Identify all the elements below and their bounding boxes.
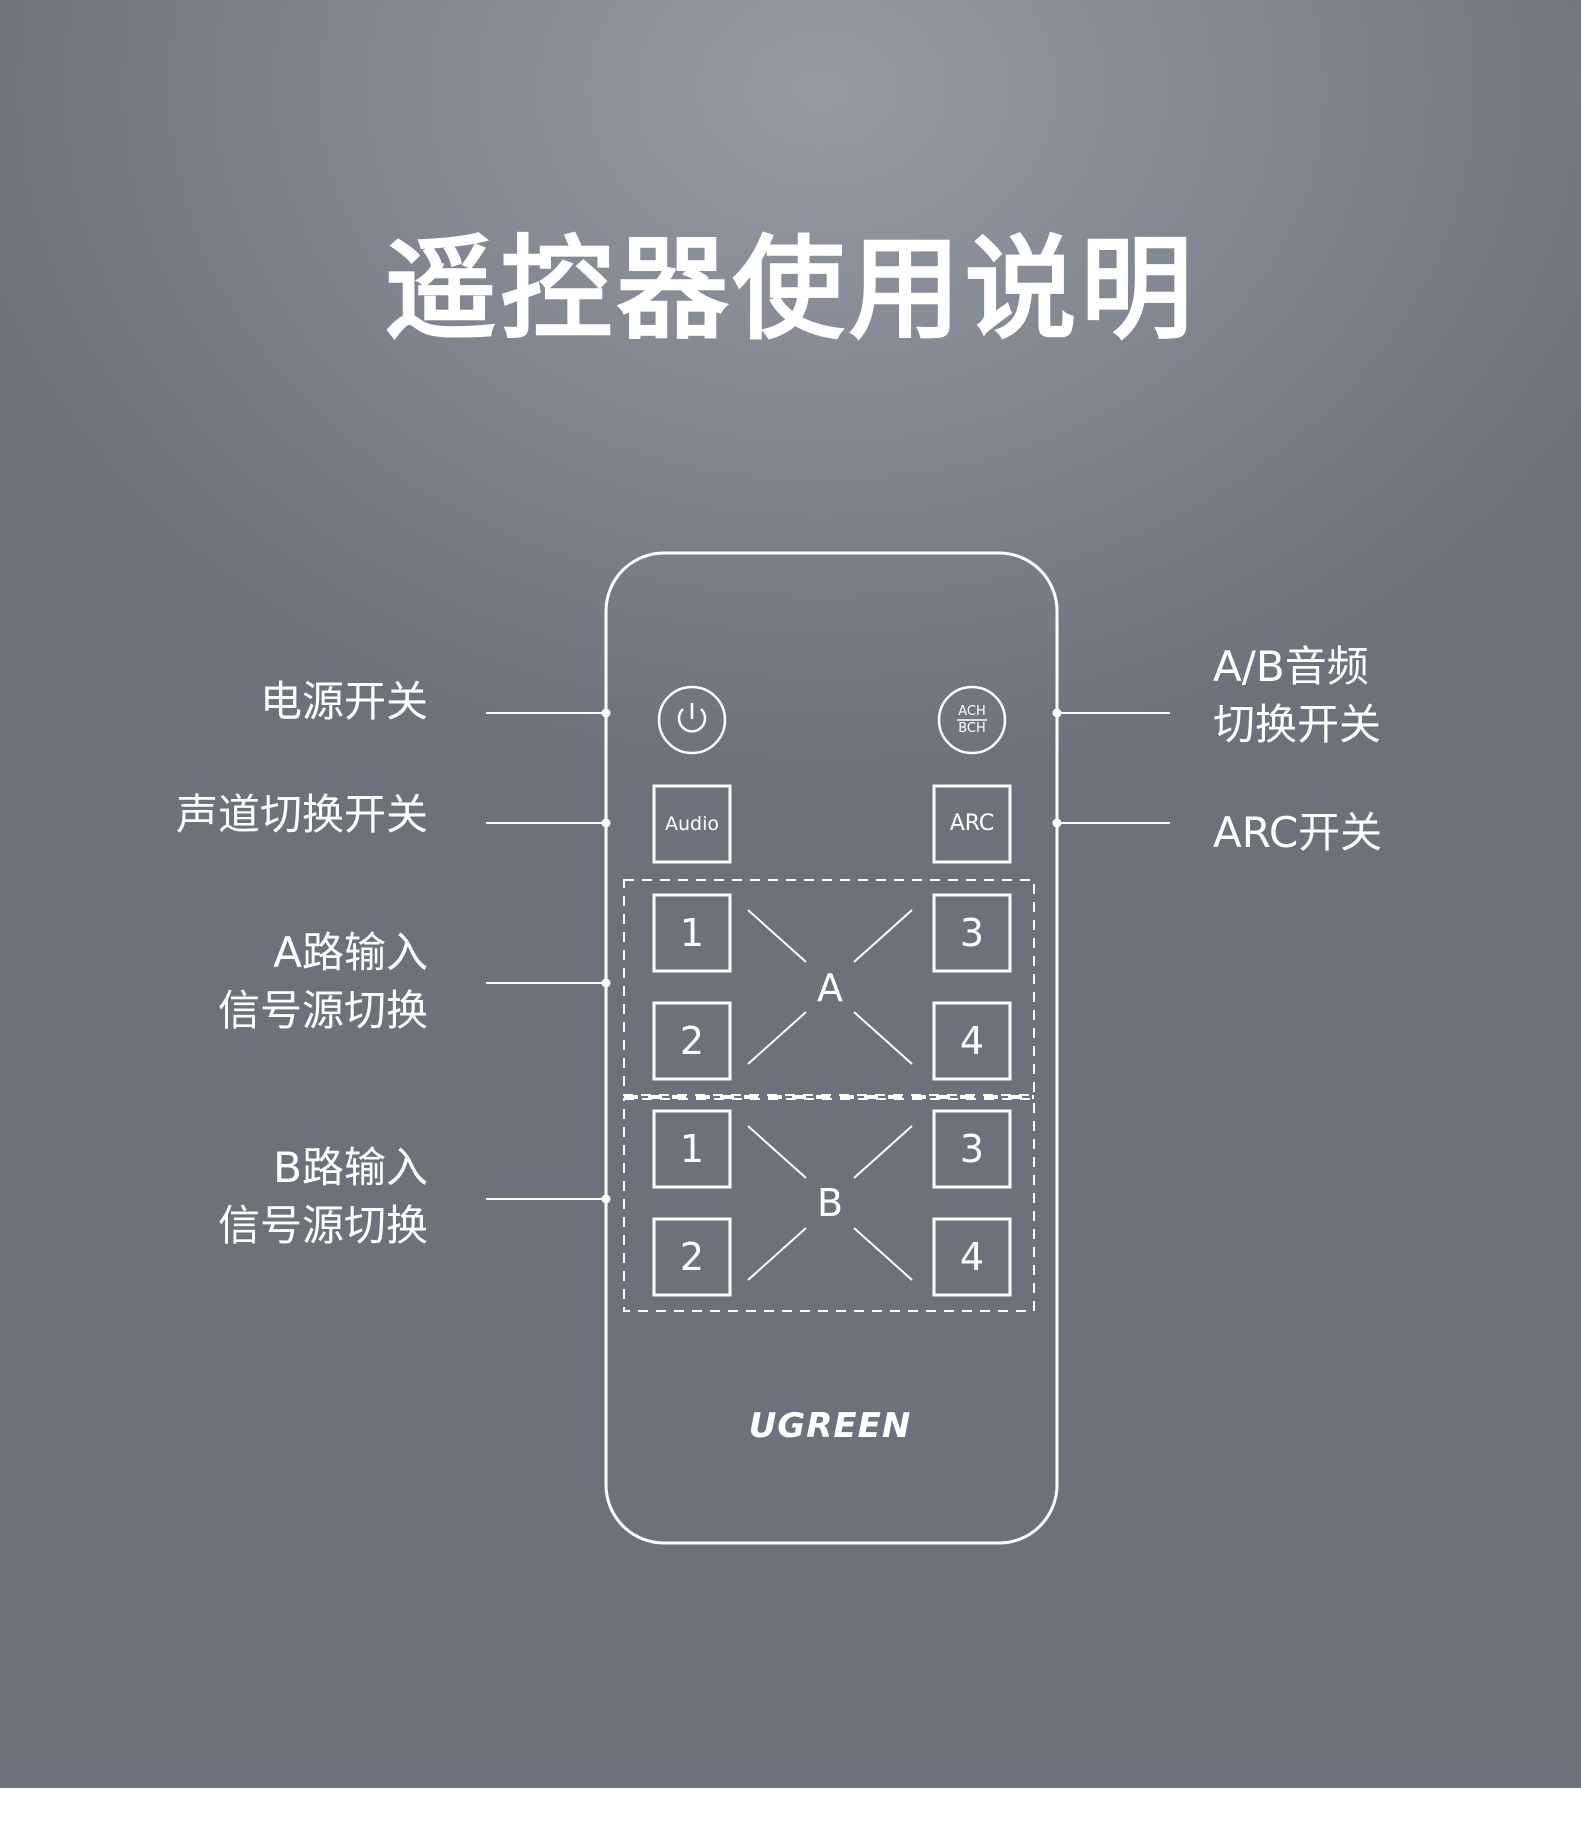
- remote-diagram: [0, 0, 1581, 1788]
- section-a-label: A: [817, 966, 843, 1010]
- b-button-4-label: 4: [959, 1235, 985, 1279]
- audio-button[interactable]: [652, 784, 732, 864]
- page-title: 遥控器使用说明: [384, 225, 1197, 355]
- label-b-input: B路输入 信号源切换: [217, 1143, 428, 1250]
- section-b-label: B: [816, 1181, 844, 1225]
- a-button-4[interactable]: [932, 1001, 1012, 1081]
- section-b-box: [623, 1098, 1035, 1312]
- b-button-4[interactable]: [932, 1217, 1012, 1297]
- b-cross-lines: [747, 1125, 913, 1281]
- a-button-4-label: 4: [959, 1019, 985, 1063]
- b-button-2-label: 2: [679, 1235, 705, 1279]
- b-button-1[interactable]: [652, 1109, 732, 1189]
- b-button-2[interactable]: [652, 1217, 732, 1297]
- b-button-3[interactable]: [932, 1109, 1012, 1189]
- a-button-2-label: 2: [679, 1019, 705, 1063]
- arc-button[interactable]: [932, 784, 1012, 864]
- label-arc: ARC开关: [1213, 808, 1383, 857]
- brand-logo: UGREEN: [748, 1406, 912, 1446]
- leader-lines: [486, 708, 1170, 1204]
- audio-button-label: Audio: [664, 813, 719, 835]
- remote-body: [604, 551, 1059, 1545]
- b-button-1-label: 1: [679, 1127, 705, 1171]
- ab-audio-button[interactable]: [937, 685, 1007, 755]
- label-power: 电源开关: [259, 677, 428, 726]
- power-button[interactable]: [657, 685, 727, 755]
- a-button-1-label: 1: [679, 911, 705, 955]
- ach-label: ACH: [958, 704, 986, 719]
- b-button-3-label: 3: [959, 1127, 985, 1171]
- a-button-2[interactable]: [652, 1001, 732, 1081]
- arc-button-label: ARC: [949, 811, 995, 836]
- a-button-1[interactable]: [652, 893, 732, 973]
- a-button-3[interactable]: [932, 893, 1012, 973]
- label-ab-audio: A/B音频 切换开关: [1213, 642, 1382, 749]
- power-icon: [677, 703, 707, 733]
- a-cross-lines: [747, 909, 913, 1065]
- a-button-3-label: 3: [959, 911, 985, 955]
- instruction-panel: 遥控器使用说明: [0, 0, 1581, 1788]
- label-a-input: A路输入 信号源切换: [217, 928, 428, 1035]
- bch-label: BCH: [958, 721, 986, 736]
- label-channel: 声道切换开关: [175, 790, 428, 839]
